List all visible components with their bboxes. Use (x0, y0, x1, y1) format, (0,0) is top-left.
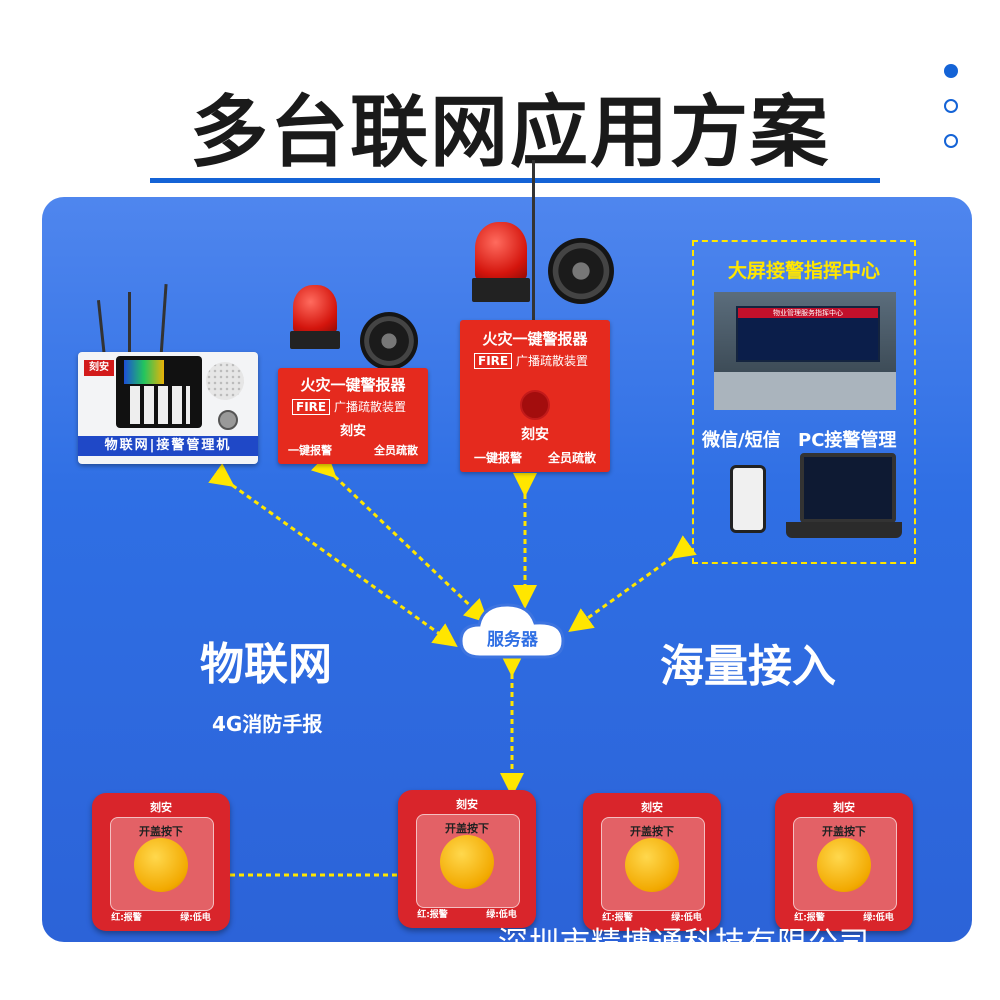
call-point-led-red: 红:报警 (111, 913, 142, 923)
call-point-instruction: 开盖按下 (445, 822, 489, 835)
wechat-sms-label: 微信/短信 (702, 430, 781, 451)
call-point-led-green: 绿:低电 (486, 910, 517, 920)
press-button-icon[interactable] (817, 838, 871, 892)
title-underline (150, 178, 880, 183)
mass-access-label: 海量接入 (660, 641, 836, 692)
antenna-2 (128, 292, 131, 358)
alarm-small-fire: FIRE (292, 399, 331, 415)
alarm-large-fire: FIRE (474, 353, 513, 369)
video-wall-banner: 物业管理服务指挥中心 (738, 308, 878, 318)
alarm-small-title: 火灾一键警报器 (300, 376, 406, 394)
alarm-small-brand: 刻安 (339, 424, 366, 439)
mgmt-strip: 物联网|接警管理机 (78, 436, 258, 456)
iot-sub-label: 4G消防手报 (212, 712, 323, 736)
link-mgmt (208, 463, 458, 647)
phone-icon (730, 465, 766, 533)
pager-dot-1[interactable] (944, 64, 958, 78)
alarm-box-large: 火灾一键警报器 FIRE 广播疏散装置 刻安 一键报警 全员疏散 (460, 320, 610, 472)
pager-dot-2[interactable] (944, 99, 958, 113)
alarm-box-small: 火灾一键警报器 FIRE 广播疏散装置 刻安 一键报警 全员疏散 (278, 368, 428, 464)
alarm-small-foot-right: 全员疏散 (374, 444, 418, 457)
iot-label: 物联网 (200, 639, 332, 690)
call-point-led-green: 绿:低电 (863, 913, 894, 923)
press-button-icon[interactable] (134, 838, 188, 892)
beacon-large-icon (472, 222, 530, 318)
alarm-large-foot-left: 一键报警 (474, 451, 523, 465)
alarm-large-footer: 一键报警 全员疏散 (474, 449, 596, 466)
call-point-4[interactable]: 刻安 开盖按下 红:报警 绿:低电 (775, 793, 913, 931)
call-point-3[interactable]: 刻安 开盖按下 红:报警 绿:低电 (583, 793, 721, 931)
alarm-large-brand: 刻安 (521, 427, 549, 443)
monitoring-center: 大屏接警指挥中心 物业管理服务指挥中心 微信/短信 PC接警管理 (692, 240, 916, 564)
pc-label: PC接警管理 (798, 430, 897, 451)
pager-dot-3[interactable] (944, 134, 958, 148)
monitoring-title: 大屏接警指挥中心 (727, 260, 880, 282)
server-label: 服务器 (487, 630, 538, 650)
speaker-small-icon (360, 312, 418, 370)
alarm-small-foot-left: 一键报警 (288, 444, 332, 457)
mgmt-screen (124, 360, 164, 384)
company-watermark: 深圳市精博通科技有限公司 (498, 926, 870, 961)
alarm-small-subtitle-row: FIRE 广播疏散装置 (292, 398, 406, 415)
call-point-footer: 红:报警 绿:低电 (92, 910, 230, 923)
call-point-1[interactable]: 刻安 开盖按下 红:报警 绿:低电 (92, 793, 230, 931)
call-point-footer: 红:报警 绿:低电 (775, 910, 913, 923)
call-point-footer: 红:报警 绿:低电 (583, 910, 721, 923)
call-point-brand: 刻安 (833, 801, 855, 814)
mgmt-logo: 刻安 (84, 360, 114, 376)
mgmt-keypad (130, 386, 190, 424)
call-point-brand: 刻安 (641, 801, 663, 814)
call-point-instruction: 开盖按下 (630, 825, 674, 838)
call-point-2[interactable]: 刻安 开盖按下 红:报警 绿:低电 (398, 790, 536, 928)
laptop-base-icon (786, 522, 902, 538)
antenna-large (532, 160, 535, 320)
link-monitor (568, 535, 697, 632)
call-point-instruction: 开盖按下 (822, 825, 866, 838)
alarm-large-title: 火灾一键警报器 (482, 330, 588, 348)
page-title: 多台联网应用方案 (189, 88, 830, 178)
call-point-led-red: 红:报警 (602, 913, 633, 923)
video-wall: 物业管理服务指挥中心 (736, 306, 880, 362)
beacon-small-icon (290, 285, 340, 365)
command-desk (714, 372, 896, 410)
alarm-large-subtitle-row: FIRE 广播疏散装置 (474, 352, 588, 369)
link-alarm-small (311, 453, 489, 624)
call-point-brand: 刻安 (150, 801, 172, 814)
speaker-large-icon (548, 238, 614, 304)
speaker-grill-icon (206, 362, 244, 400)
call-point-footer: 红:报警 绿:低电 (398, 907, 536, 920)
press-button-icon[interactable] (440, 835, 494, 889)
press-button-icon[interactable] (625, 838, 679, 892)
alarm-button-icon[interactable] (520, 390, 550, 420)
call-point-led-green: 绿:低电 (671, 913, 702, 923)
cloud-server-icon (459, 603, 565, 659)
alarm-large-foot-right: 全员疏散 (547, 451, 596, 465)
laptop-icon (800, 453, 896, 523)
call-point-led-red: 红:报警 (794, 913, 825, 923)
alarm-large-subtitle: 广播疏散装置 (515, 354, 588, 368)
call-point-led-red: 红:报警 (417, 910, 448, 920)
command-center-photo: 物业管理服务指挥中心 (714, 292, 896, 410)
management-unit: 刻安 物联网|接警管理机 (78, 352, 258, 464)
alarm-small-footer: 一键报警 全员疏散 (288, 442, 418, 458)
call-point-instruction: 开盖按下 (139, 825, 183, 838)
key-lock-icon (218, 410, 238, 430)
call-point-brand: 刻安 (456, 798, 478, 811)
alarm-small-subtitle: 广播疏散装置 (333, 400, 406, 414)
call-point-led-green: 绿:低电 (180, 913, 211, 923)
